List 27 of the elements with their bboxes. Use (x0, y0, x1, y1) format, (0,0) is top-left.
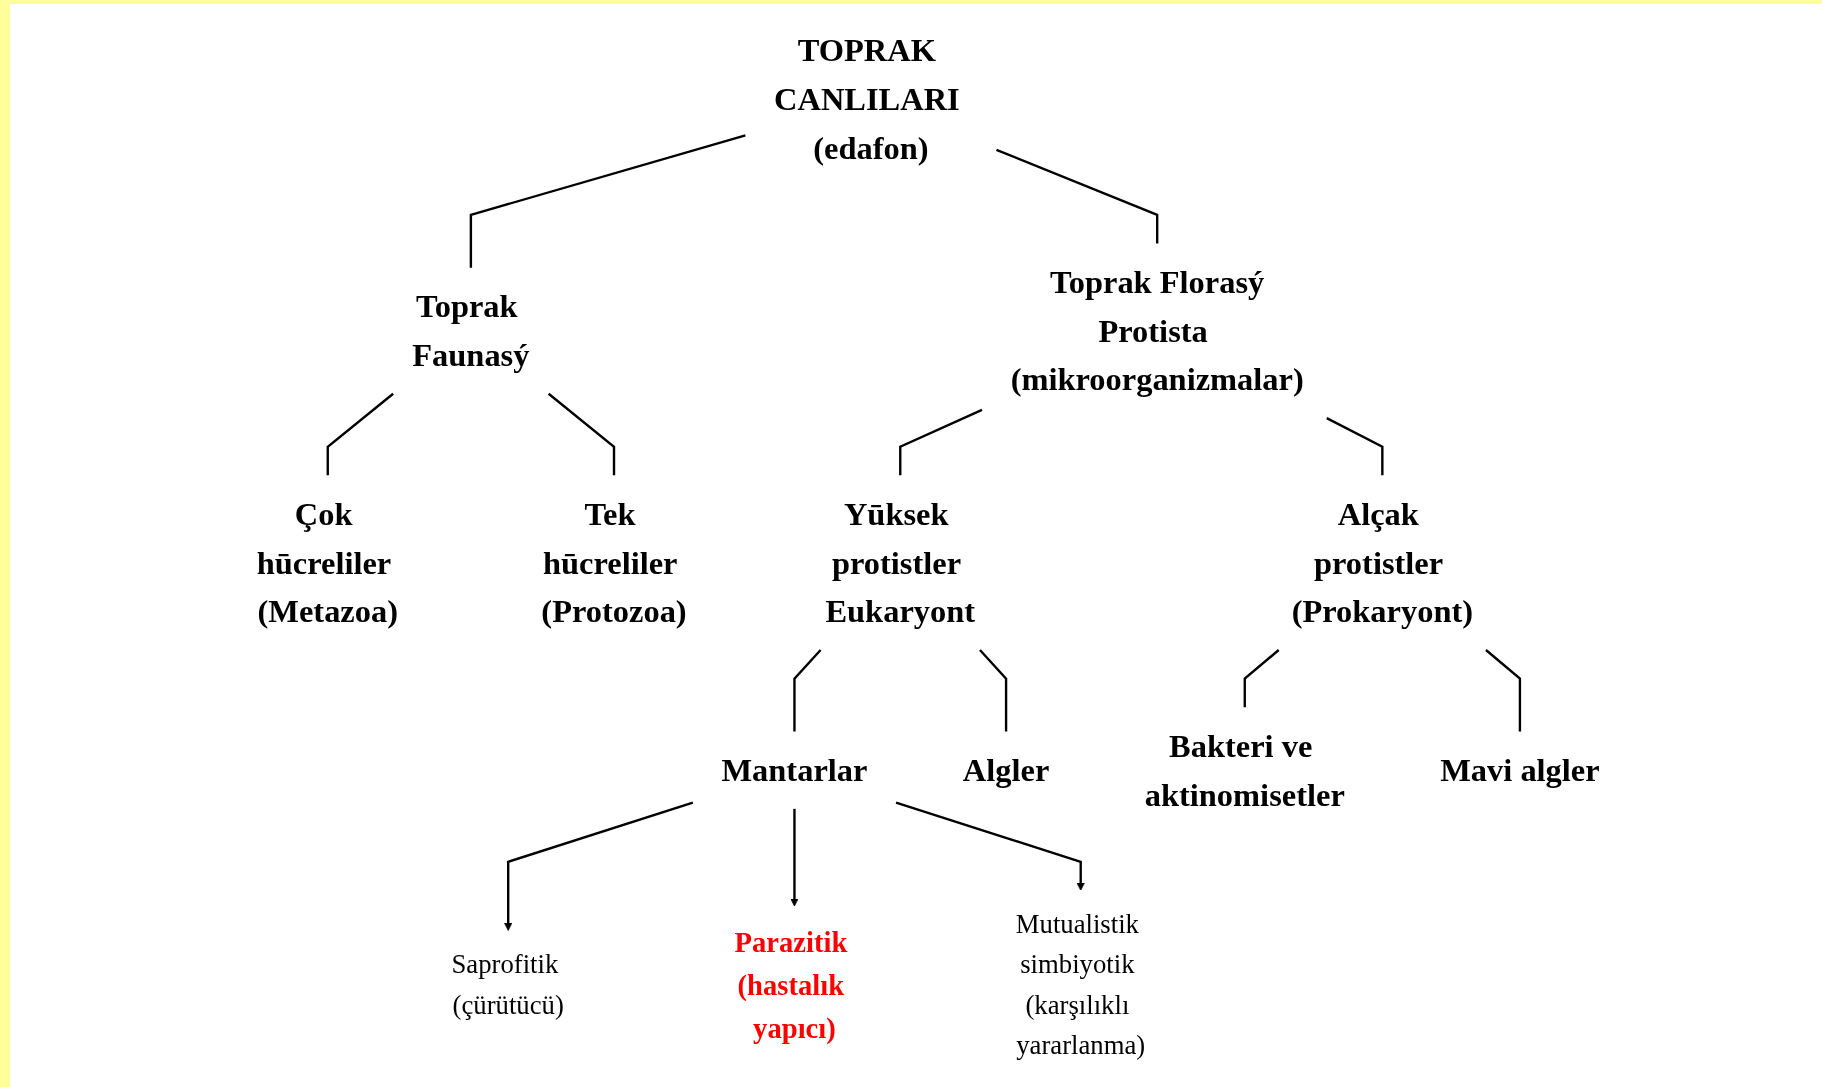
node-text: Toprak Florasý Protista (mikroorganizmalar) (1010, 264, 1304, 398)
node-text: Mutualistik simbiyotik (karşılıklı yararlanma) (1015, 909, 1146, 1060)
arrow (790, 808, 799, 907)
arrow (504, 801, 694, 931)
connector (1485, 649, 1522, 732)
arrow (895, 801, 1085, 891)
connector (979, 649, 1008, 732)
node-text: Parazitik (hastalık yapıcı) (734, 926, 848, 1044)
node-text: Tek hūcreliler (Protozoa) (541, 496, 687, 629)
connector (1326, 417, 1384, 476)
node-text: Toprak Faunasý (412, 288, 530, 373)
connector (899, 408, 983, 476)
node-text: Algler (962, 752, 1050, 788)
node-text: Yūksek protistler Eukaryont (825, 496, 976, 629)
connector (996, 148, 1159, 244)
connector (793, 649, 822, 732)
connector (469, 134, 746, 268)
node-text: Çok hūcreliler (Metazoa) (256, 496, 399, 629)
connector (326, 392, 394, 476)
node-text: Mantarlar (721, 752, 868, 788)
node-text: Bakteri ve aktinomisetler (1144, 728, 1345, 813)
connector (1243, 649, 1280, 708)
node-text: TOPRAK CANLILARI (edafon) (774, 32, 960, 166)
node-text: Mavi algler (1440, 752, 1600, 788)
node-text: Saprofitik (çürütücü) (451, 949, 564, 1020)
connector (547, 392, 616, 476)
node-text: Alçak protistler (Prokaryont) (1291, 496, 1474, 629)
